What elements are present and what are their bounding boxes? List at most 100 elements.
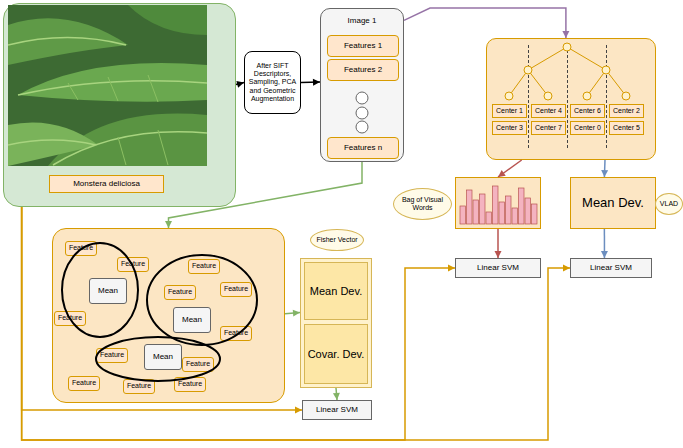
cluster-panel: FeatureFeatureMeanFeatureFeatureFeatureF…	[52, 228, 285, 403]
node-label: Mean Dev.	[582, 196, 644, 211]
node-label: Center 0	[574, 124, 601, 132]
connector-arrow	[404, 8, 569, 38]
connector-line	[301, 81, 320, 83]
mean-box: Mean	[173, 307, 211, 333]
center-box: Center 0	[570, 121, 605, 135]
feature-box: Feature	[182, 357, 214, 372]
node-label: Feature	[58, 314, 82, 322]
connector-line	[169, 162, 363, 228]
connector-arrow	[165, 162, 362, 228]
connector-line	[404, 8, 566, 38]
connector-line	[604, 229, 606, 258]
node-label: Covar. Dev.	[308, 348, 365, 361]
connector-arrow	[301, 79, 320, 86]
center-box: Center 1	[492, 104, 527, 118]
connector-arrow	[22, 207, 455, 440]
connector-arrow	[495, 229, 502, 258]
node-label: Center 7	[535, 124, 562, 132]
arrow-head	[165, 221, 172, 228]
feature-box: Feature	[123, 379, 155, 394]
node-label: Feature	[178, 380, 202, 388]
histogram-box: Bag of Visual Words	[455, 177, 541, 229]
connector-line	[22, 207, 455, 440]
feature-box: Feature	[68, 376, 100, 391]
node-label: Mean Dev.	[310, 285, 362, 298]
node-label: Feature	[69, 244, 93, 252]
arrow-head	[562, 31, 569, 38]
node-label: Feature	[224, 329, 248, 337]
photo-background	[8, 5, 207, 166]
vlad-box: Mean Dev.VLAD	[570, 177, 656, 229]
node-label: VLAD	[655, 193, 683, 215]
feature-box: Feature	[188, 259, 220, 274]
node-label: Center 2	[613, 107, 640, 115]
feature-box: Feature	[65, 241, 97, 256]
connector-arrow	[22, 207, 302, 414]
connector-line	[498, 160, 522, 177]
node-label: Feature	[168, 288, 192, 296]
connector-line	[336, 388, 337, 400]
connector-line	[604, 160, 606, 177]
node-label: Linear SVM	[590, 263, 632, 272]
node-label: Features n	[344, 143, 382, 152]
node-label: Feature	[127, 382, 151, 390]
feature-box: Feature	[117, 257, 149, 272]
vector-part: Covar. Dev.	[304, 324, 368, 384]
node-label: Feature	[121, 260, 145, 268]
feature-box: Feature	[220, 326, 252, 341]
vocabulary-tree-panel: Center 1 Center 4 Center 6 Center 2 Center 3…	[486, 38, 656, 160]
arrow-head	[333, 393, 340, 400]
classifier-box: Linear SVM	[302, 400, 372, 420]
node-label: Feature	[186, 360, 210, 368]
node-label: Feature	[224, 285, 248, 293]
node-label: Image 1	[321, 14, 403, 28]
arrow-head	[495, 251, 502, 258]
node-label: Feature	[100, 351, 124, 359]
node-label: Center 4	[535, 107, 562, 115]
process-box: After SIFT Descriptors, Sampling, PCA an…	[244, 51, 301, 114]
node-label: Linear SVM	[477, 263, 519, 272]
plant-photo	[8, 5, 207, 166]
arrow-head	[236, 81, 244, 88]
node-label: Mean	[98, 286, 118, 295]
connector-arrow	[601, 160, 608, 177]
arrow-head	[601, 251, 608, 258]
connector-line	[497, 229, 499, 258]
center-box: Center 6	[570, 104, 605, 118]
connector-arrow	[333, 388, 340, 400]
node-label: Features 1	[344, 41, 382, 50]
node-label: Fisher Vector	[310, 229, 364, 251]
center-box: Center 7	[531, 121, 566, 135]
connector-line	[236, 83, 244, 85]
connector-line	[22, 207, 302, 410]
arrow-head	[563, 265, 570, 272]
arrow-head	[293, 310, 300, 317]
feature-box: Feature	[96, 348, 128, 363]
node-label: Center 5	[613, 124, 640, 132]
node-label: Center 6	[574, 107, 601, 115]
feature-box: Features 1	[327, 35, 399, 57]
feature-box: Feature	[174, 377, 206, 392]
feature-box: Features n	[327, 137, 399, 159]
mean-box: Mean	[89, 278, 127, 304]
connector-arrow	[601, 229, 608, 258]
arrow-head	[295, 407, 302, 414]
mean-box: Mean	[144, 344, 182, 370]
node-label: Feature	[192, 262, 216, 270]
feature-list-panel: Image 1Features 1Features 2Features n	[320, 8, 404, 162]
feature-box: Feature	[164, 285, 196, 300]
center-box: Center 2	[609, 104, 644, 118]
connector-line	[285, 313, 300, 314]
classifier-box: Linear SVM	[455, 258, 541, 278]
center-box: Center 3	[492, 121, 527, 135]
leaf-rib	[8, 38, 207, 166]
leaf	[128, 5, 207, 35]
connector-arrow	[498, 160, 522, 177]
leaf-vein	[68, 75, 168, 165]
fisher-vector-panel: Fisher VectorMean Dev.Covar. Dev.	[300, 258, 372, 388]
node-label: Mean	[153, 352, 173, 361]
node-label: Linear SVM	[316, 405, 358, 414]
arrow-head	[498, 170, 506, 177]
center-box: Center 5	[609, 121, 644, 135]
